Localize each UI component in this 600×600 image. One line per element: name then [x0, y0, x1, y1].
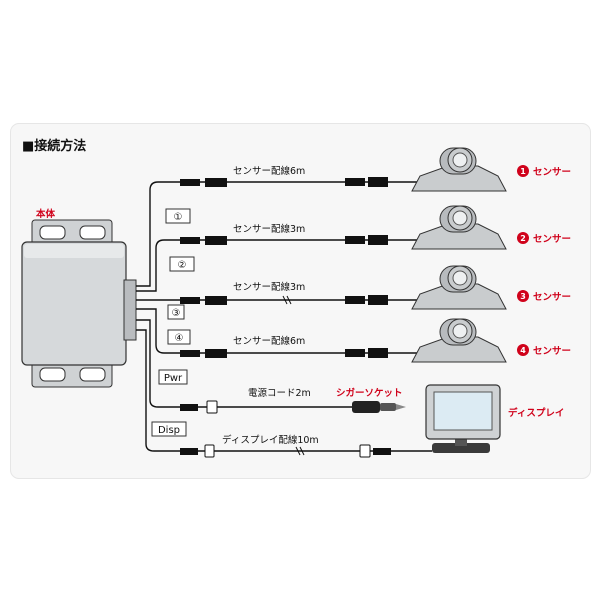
- sensor-label-text-2: センサー: [533, 234, 571, 245]
- sensor-label-text-1: センサー: [533, 167, 571, 178]
- port-label-4: ④: [175, 333, 184, 344]
- main-unit: [21, 219, 137, 388]
- sensor-label-4: 4 センサー: [517, 344, 571, 357]
- cigar-socket-plug: [352, 401, 406, 413]
- port-label-pwr: Pwr: [164, 373, 183, 384]
- section-title: ■接続方法: [22, 138, 86, 154]
- display-connector: [373, 448, 391, 455]
- sensor-badge-2: 2: [520, 234, 526, 243]
- sensor-4: [411, 318, 507, 363]
- port-label-disp: Disp: [158, 425, 180, 436]
- cigar-socket-label: シガーソケット: [336, 387, 403, 399]
- port-label-boxes: [151, 208, 195, 437]
- sensor-label-1: 1 センサー: [517, 165, 571, 178]
- port-label-2: ②: [178, 260, 187, 271]
- sensor-cable-label-2: センサー配線3m: [233, 223, 305, 235]
- port-label-3: ③: [172, 308, 181, 319]
- main-unit-label: 本体: [36, 208, 56, 220]
- sensor-label-3: 3 センサー: [517, 290, 571, 303]
- power-cable-label: 電源コード2m: [248, 388, 311, 399]
- sensor-cable-label-3: センサー配線3m: [233, 281, 305, 293]
- sensor-label-text-4: センサー: [533, 346, 571, 357]
- display-label: ディスプレイ: [508, 407, 564, 419]
- port-label-1: ①: [174, 212, 183, 223]
- cable-breaks: [282, 295, 305, 456]
- sensor-label-text-3: センサー: [533, 292, 571, 303]
- display-cable-label: ディスプレイ配線10m: [222, 434, 319, 446]
- white-plugs: [204, 400, 371, 458]
- sensor-cable-label-1: センサー配線6m: [233, 165, 305, 177]
- sensor-badge-1: 1: [520, 167, 526, 176]
- sensor-badge-3: 3: [520, 292, 526, 301]
- display-monitor: [425, 384, 501, 453]
- sensor-1: [411, 147, 507, 192]
- sensor-3: [411, 265, 507, 310]
- connectors: [180, 177, 388, 455]
- sensor-label-2: 2 センサー: [517, 232, 571, 245]
- sensor-2: [411, 205, 507, 250]
- sensor-badge-4: 4: [520, 346, 526, 355]
- sensor-cable-label-4: センサー配線6m: [233, 335, 305, 347]
